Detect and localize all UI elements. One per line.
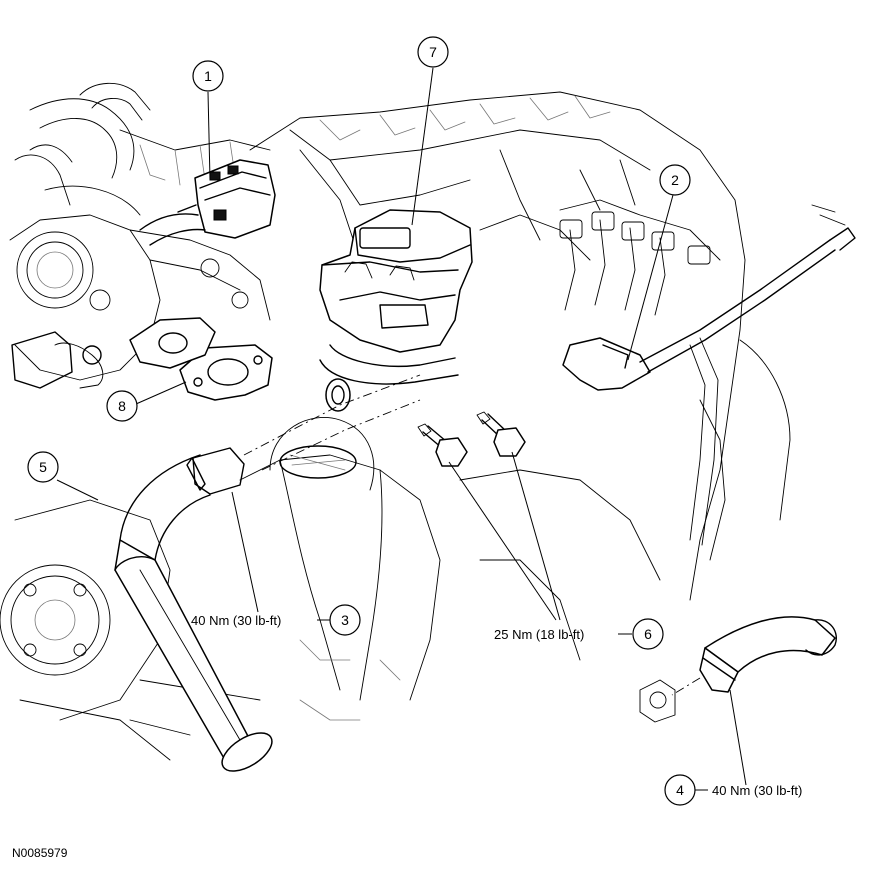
callout-number: 7 — [429, 44, 437, 60]
callout-6: 25 Nm (18 lb-ft) 6 — [494, 618, 664, 650]
electrical-connector — [139, 159, 276, 246]
engine-background — [0, 82, 791, 761]
egr-valve — [319, 209, 473, 412]
torque-label: 40 Nm (30 lb-ft) — [712, 783, 802, 798]
callout-2: 2 — [659, 164, 691, 196]
leader-6b — [511, 451, 561, 621]
callout-7: 7 — [417, 36, 449, 68]
mounting-bolts — [417, 411, 526, 467]
leader-8 — [135, 381, 187, 405]
callout-1: 1 — [192, 60, 224, 92]
callout-number: 1 — [204, 68, 212, 84]
torque-label: 25 Nm (18 lb-ft) — [494, 627, 584, 642]
figure-reference-id: N0085979 — [12, 846, 68, 860]
coolant-hose — [671, 616, 837, 696]
leader-5 — [56, 479, 99, 501]
callout-number: 2 — [671, 172, 679, 188]
gasket — [129, 317, 273, 401]
torque-label: 40 Nm (30 lb-ft) — [191, 613, 281, 628]
leader-7 — [411, 67, 434, 226]
callout-number: 8 — [118, 398, 126, 414]
callout-number: 4 — [676, 782, 684, 798]
leader-6a — [448, 461, 557, 621]
leader-lines — [56, 67, 747, 791]
leader-4 — [729, 689, 747, 786]
callout-number: 5 — [39, 459, 47, 475]
callout-8: 8 — [106, 390, 138, 422]
callout-number: 3 — [341, 612, 349, 628]
callout-4: 4 40 Nm (30 lb-ft) — [664, 774, 802, 806]
leader-1 — [207, 91, 211, 181]
callout-3: 40 Nm (30 lb-ft) 3 — [191, 604, 361, 636]
callout-number: 6 — [644, 626, 652, 642]
callout-5: 5 — [27, 451, 59, 483]
egr-sensor — [562, 204, 856, 546]
egr-tube — [114, 374, 421, 772]
leader-2 — [627, 194, 674, 361]
